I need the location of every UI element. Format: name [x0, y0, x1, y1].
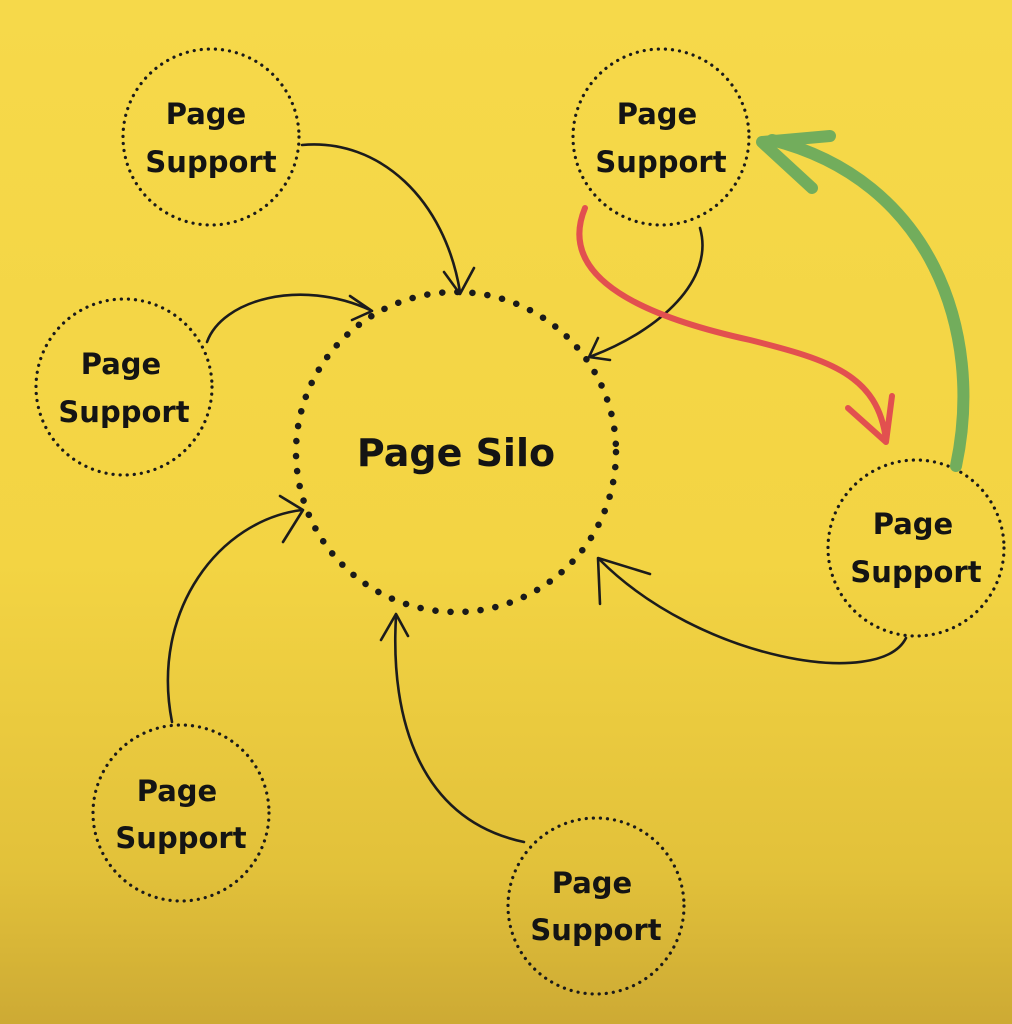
support-node-bottom-left: Page Support — [91, 723, 271, 903]
support-node-right: Page Support — [826, 458, 1006, 638]
support-label-line2: Support — [58, 395, 189, 429]
page-silo-node: Page Silo — [292, 288, 620, 616]
support-label-line1: Page — [617, 97, 697, 131]
page-silo-circle — [292, 288, 620, 616]
support-circle — [826, 458, 1006, 638]
support-label-line2: Support — [115, 821, 246, 855]
arrow-top-left-to-silo — [300, 143, 476, 296]
red-arrow-shaft — [576, 205, 889, 443]
support-circle — [34, 297, 214, 477]
arrow-right-to-silo — [596, 556, 908, 665]
arrow-top-right-to-silo — [587, 226, 704, 362]
support-label-line1: Page — [166, 97, 246, 131]
support-circle — [121, 47, 301, 227]
arrow-bottom-left-to-silo — [166, 494, 305, 724]
support-label-line1: Page — [873, 507, 953, 541]
support-circle — [571, 47, 751, 227]
arrow-left-to-silo — [205, 293, 374, 344]
support-circle — [506, 816, 686, 996]
support-node-top-left: Page Support — [121, 47, 301, 227]
support-label-line2: Support — [595, 145, 726, 179]
support-circle — [91, 723, 271, 903]
support-node-top-right: Page Support — [571, 47, 751, 227]
support-label-line1: Page — [81, 347, 161, 381]
support-node-left: Page Support — [34, 297, 214, 477]
support-label-line2: Support — [145, 145, 276, 179]
green-arrow-head — [756, 130, 836, 194]
arrow-bottom-to-silo — [379, 612, 526, 844]
support-node-bottom: Page Support — [506, 816, 686, 996]
support-label-line2: Support — [530, 913, 661, 947]
green-arrow-right-to-top-right — [756, 130, 970, 472]
support-label-line2: Support — [850, 555, 981, 589]
green-arrow-shaft — [766, 134, 970, 472]
support-label-line1: Page — [552, 866, 632, 900]
red-arrow-top-right-to-right — [576, 205, 895, 445]
page-silo-label: Page Silo — [357, 431, 555, 475]
red-arrow-head — [845, 393, 895, 445]
support-label-line1: Page — [137, 774, 217, 808]
